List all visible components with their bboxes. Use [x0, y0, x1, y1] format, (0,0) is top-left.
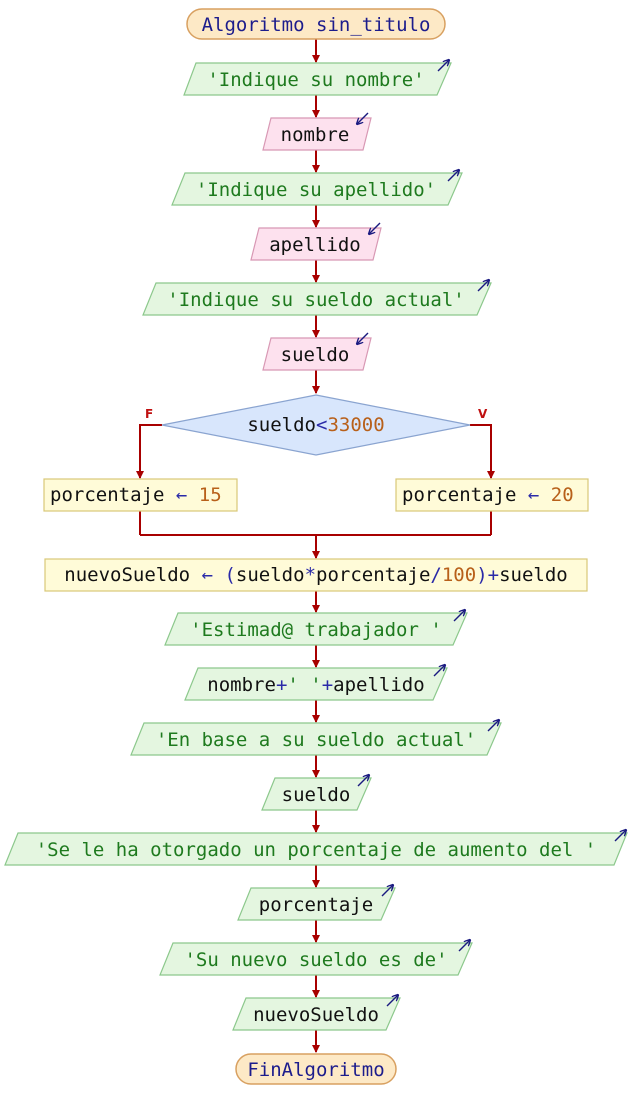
output-arrow-icon — [458, 940, 470, 952]
output-new-var-text: nuevoSueldo — [253, 1004, 379, 1026]
input-surname: apellido — [250, 222, 382, 261]
output-arrow-icon — [447, 170, 459, 182]
output-greeting-text: 'Estimad@ trabajador ' — [190, 619, 442, 641]
output-name-concat: nombre+' '+apellido — [184, 665, 448, 701]
output-prompt-name-text: 'Indique su nombre' — [207, 69, 424, 91]
connectors — [136, 39, 495, 1053]
input-arrow-icon — [357, 112, 369, 124]
input-name-text: nombre — [281, 124, 350, 146]
output-raise-text-text: 'Se le ha otorgado un porcentaje de aume… — [36, 839, 597, 861]
start-terminal: Algoritmo sin_titulo — [186, 8, 446, 40]
output-prompt-surname: 'Indique su apellido' — [171, 170, 463, 206]
start-label: Algoritmo sin_titulo — [202, 14, 431, 36]
edge-decision-false-branch — [136, 424, 162, 479]
end-label: FinAlgoritmo — [247, 1059, 384, 1081]
process-assign-true: porcentaje ← 20 — [395, 478, 589, 512]
process-assign-false: porcentaje ← 15 — [43, 478, 238, 512]
input-surname-text: apellido — [269, 234, 361, 256]
output-pct-var: porcentaje — [237, 885, 396, 921]
output-new-var: nuevoSueldo — [232, 995, 401, 1031]
decision-false-label: F — [145, 407, 153, 421]
output-salary-var: sueldo — [261, 775, 372, 811]
input-salary: sueldo — [262, 332, 372, 371]
output-prompt-salary: 'Indique su sueldo actual' — [142, 280, 492, 316]
decision-true-label: V — [478, 407, 488, 421]
end-terminal: FinAlgoritmo — [235, 1053, 397, 1085]
input-salary-text: sueldo — [281, 344, 350, 366]
decision: sueldo<33000 F V — [145, 394, 488, 456]
output-arrow-icon — [433, 665, 445, 677]
output-prompt-surname-text: 'Indique su apellido' — [196, 179, 436, 201]
output-raise-text: 'Se le ha otorgado un porcentaje de aume… — [4, 830, 628, 866]
output-pct-var-text: porcentaje — [259, 894, 373, 916]
output-arrow-icon — [453, 610, 465, 622]
decision-condition: sueldo<33000 — [247, 414, 384, 436]
output-arrow-icon — [614, 830, 626, 842]
process-assign-true-text: porcentaje ← 20 — [402, 484, 574, 506]
output-base-text-text: 'En base a su sueldo actual' — [156, 729, 476, 751]
output-arrow-icon — [487, 720, 499, 732]
output-prompt-name: 'Indique su nombre' — [183, 60, 452, 96]
output-name-concat-text: nombre+' '+apellido — [207, 674, 424, 696]
process-new-salary-text: nuevoSueldo ← (sueldo*porcentaje/100)+su… — [64, 564, 567, 586]
output-base-text: 'En base a su sueldo actual' — [130, 720, 502, 756]
edge-decision-true-branch — [470, 424, 495, 479]
input-name: nombre — [262, 112, 372, 151]
process-assign-false-text: porcentaje ← 15 — [50, 484, 222, 506]
output-arrow-icon — [437, 60, 449, 72]
input-arrow-icon — [357, 332, 369, 344]
output-arrow-icon — [386, 995, 398, 1007]
output-arrow-icon — [477, 280, 489, 292]
output-new-text: 'Su nuevo sueldo es de' — [159, 940, 473, 976]
output-arrow-icon — [357, 775, 369, 787]
process-new-salary: nuevoSueldo ← (sueldo*porcentaje/100)+su… — [44, 558, 588, 592]
output-prompt-salary-text: 'Indique su sueldo actual' — [167, 289, 464, 311]
output-salary-var-text: sueldo — [282, 784, 351, 806]
output-new-text-text: 'Su nuevo sueldo es de' — [184, 949, 447, 971]
output-arrow-icon — [381, 885, 393, 897]
input-arrow-icon — [369, 222, 381, 234]
output-greeting: 'Estimad@ trabajador ' — [164, 610, 468, 646]
